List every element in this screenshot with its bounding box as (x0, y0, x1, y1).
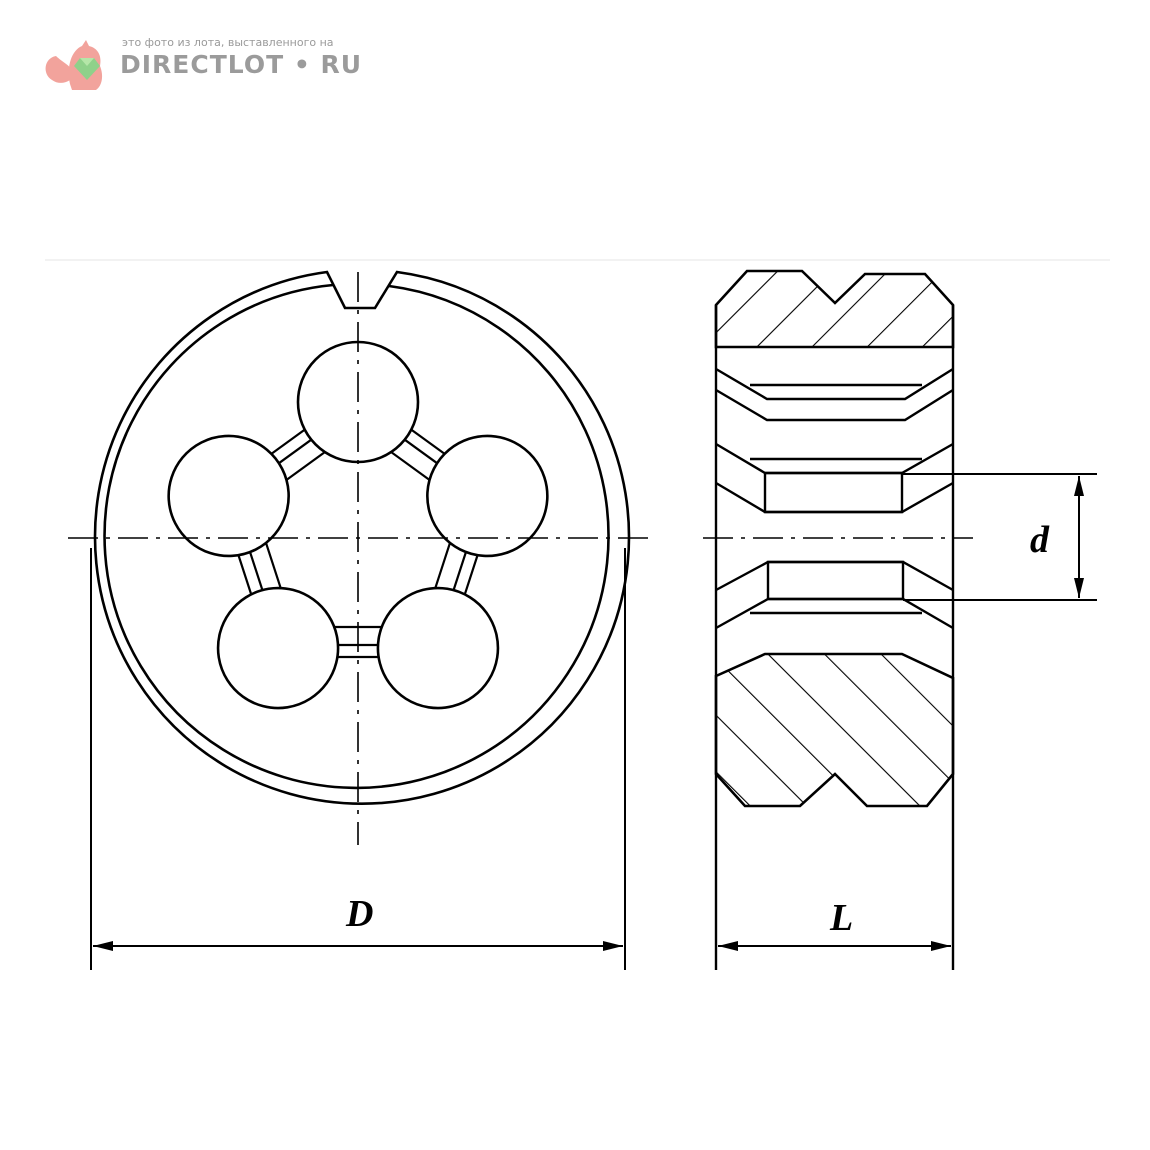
side-view (703, 269, 1097, 970)
watermark-brand: DIRECTLOT • RU (120, 50, 363, 79)
label-d: d (1030, 519, 1050, 561)
directlot-watermark: это фото из лота, выставленного на DIREC… (42, 36, 361, 96)
top-hatched-section (714, 269, 955, 349)
label-L: L (829, 897, 853, 939)
die-inner-circle (103, 283, 610, 790)
front-view (68, 270, 655, 970)
watermark-caption: это фото из лота, выставленного на (122, 36, 334, 49)
thread-profile (715, 367, 954, 630)
label-D: D (345, 893, 373, 935)
bottom-hatched-section (714, 652, 955, 808)
squirrel-logo-icon (45, 40, 103, 90)
